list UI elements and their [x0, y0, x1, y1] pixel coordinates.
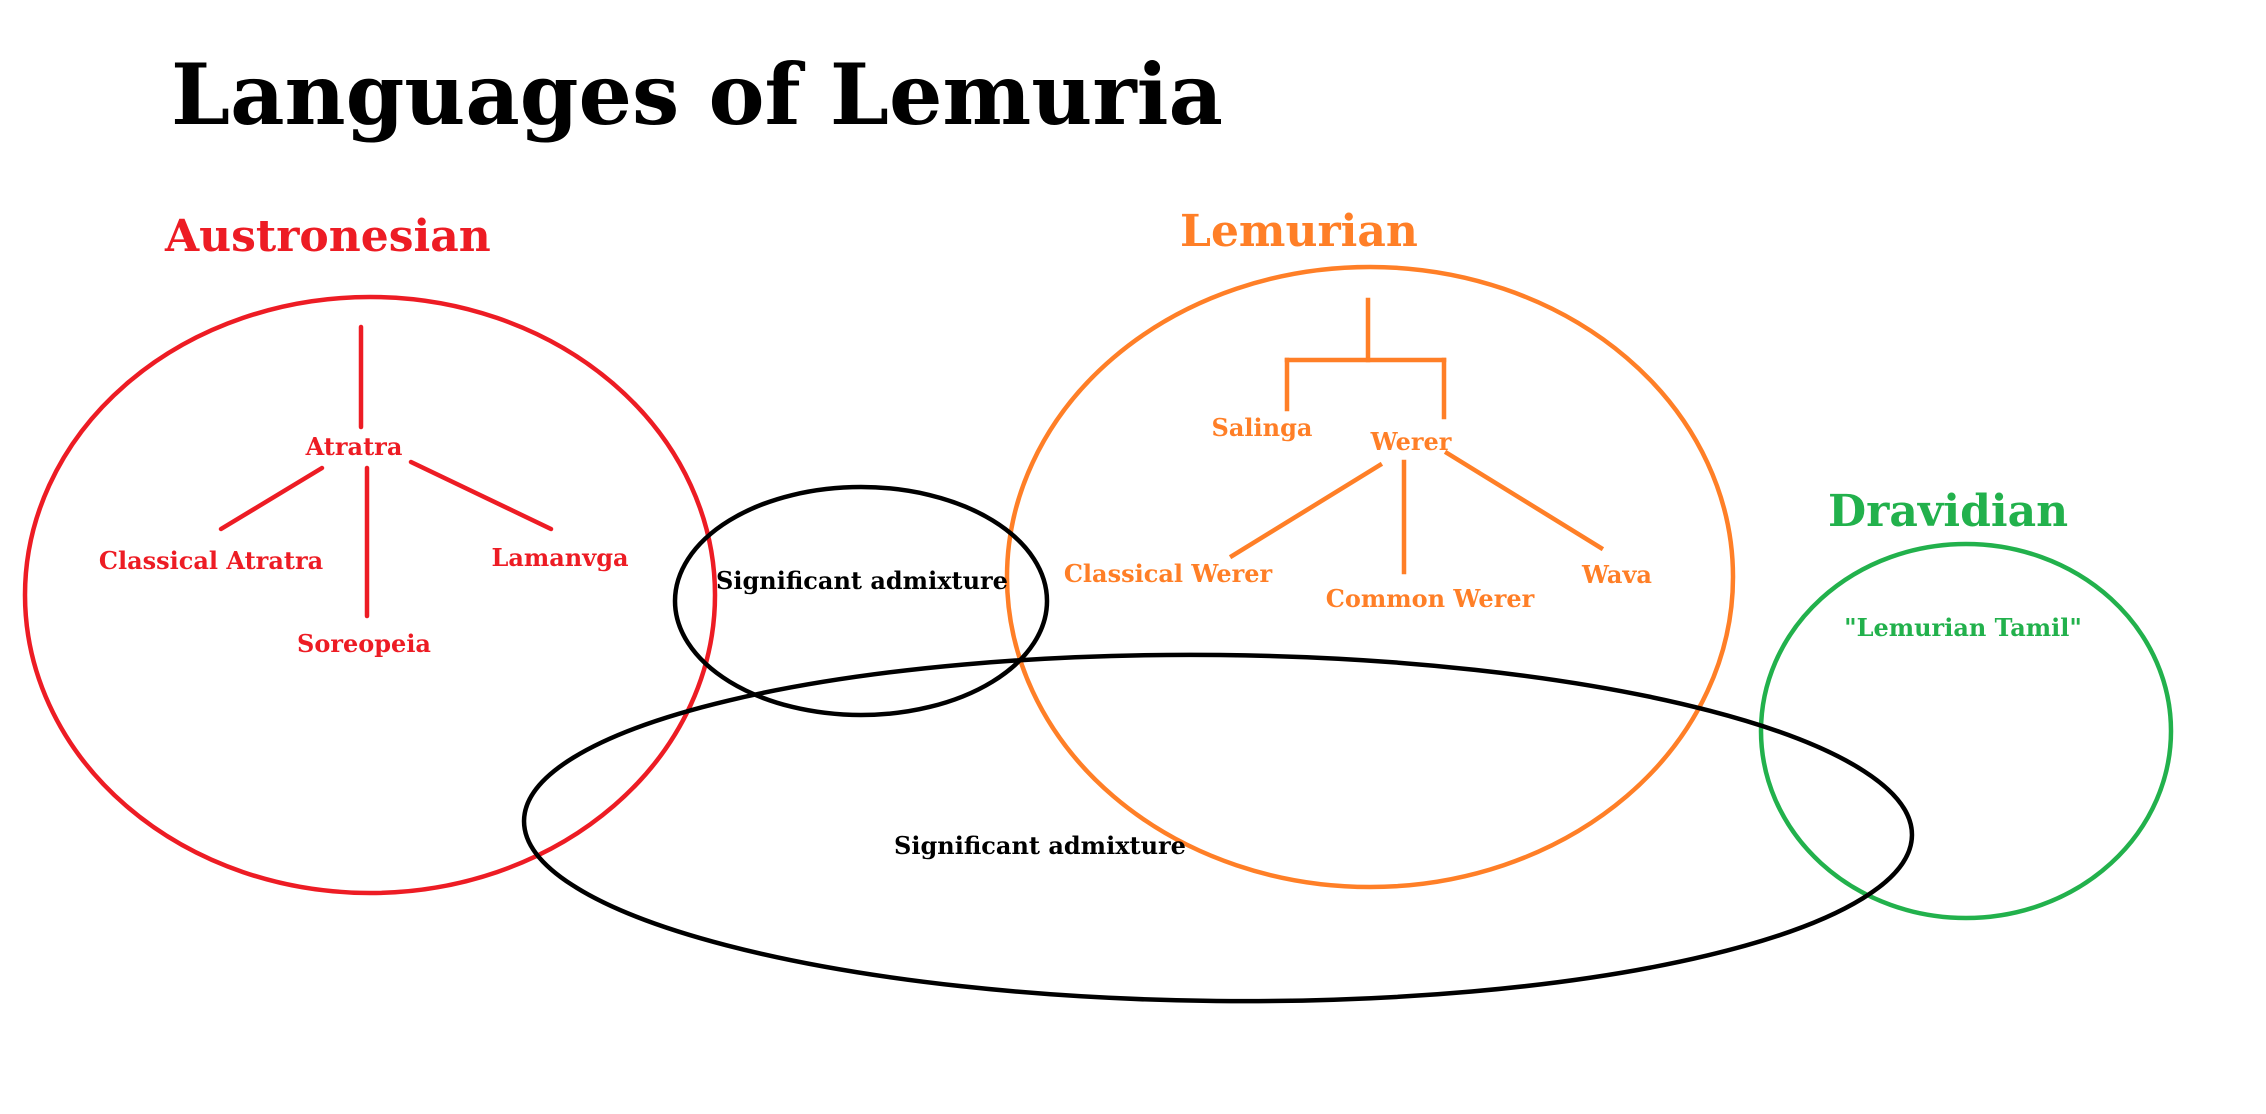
language-atratra: Atratra	[305, 432, 403, 461]
language-wava: Wava	[1581, 560, 1652, 589]
admixture-ellipse-small	[672, 484, 1050, 718]
language-werer: Werer	[1370, 427, 1452, 456]
language-salinga: Salinga	[1212, 413, 1313, 442]
austronesian-heading: Austronesian	[164, 211, 491, 262]
language-classical-werer: Classical Werer	[1064, 559, 1273, 588]
language-soreopeia: Soreopeia	[297, 629, 431, 658]
tree-branch	[408, 459, 554, 532]
admixture-ellipse-large	[521, 652, 1915, 1004]
language-lemurian-tamil: "Lemurian Tamil"	[1844, 613, 2082, 642]
dravidian-heading: Dravidian	[1828, 486, 2068, 537]
admixture-label-small: Significant admixture	[716, 566, 1008, 595]
lemurian-heading: Lemurian	[1180, 206, 1418, 257]
austronesian-tree	[218, 324, 554, 619]
language-classical-atratra: Classical Atratra	[99, 546, 323, 575]
austronesian-ellipse	[22, 294, 718, 896]
lemurian-ellipse	[1004, 264, 1736, 890]
lemurian-tree	[1228, 297, 1605, 575]
page-title: Languages of Lemuria	[171, 45, 1223, 144]
language-lamanvga: Lamanvga	[491, 543, 628, 572]
tree-branch	[218, 465, 325, 532]
tree-branch	[1443, 449, 1605, 552]
admixture-label-large: Significant admixture	[894, 831, 1186, 860]
language-common-werer: Common Werer	[1326, 584, 1535, 613]
tree-branch	[1228, 461, 1384, 560]
dravidian-ellipse	[1758, 541, 2174, 921]
